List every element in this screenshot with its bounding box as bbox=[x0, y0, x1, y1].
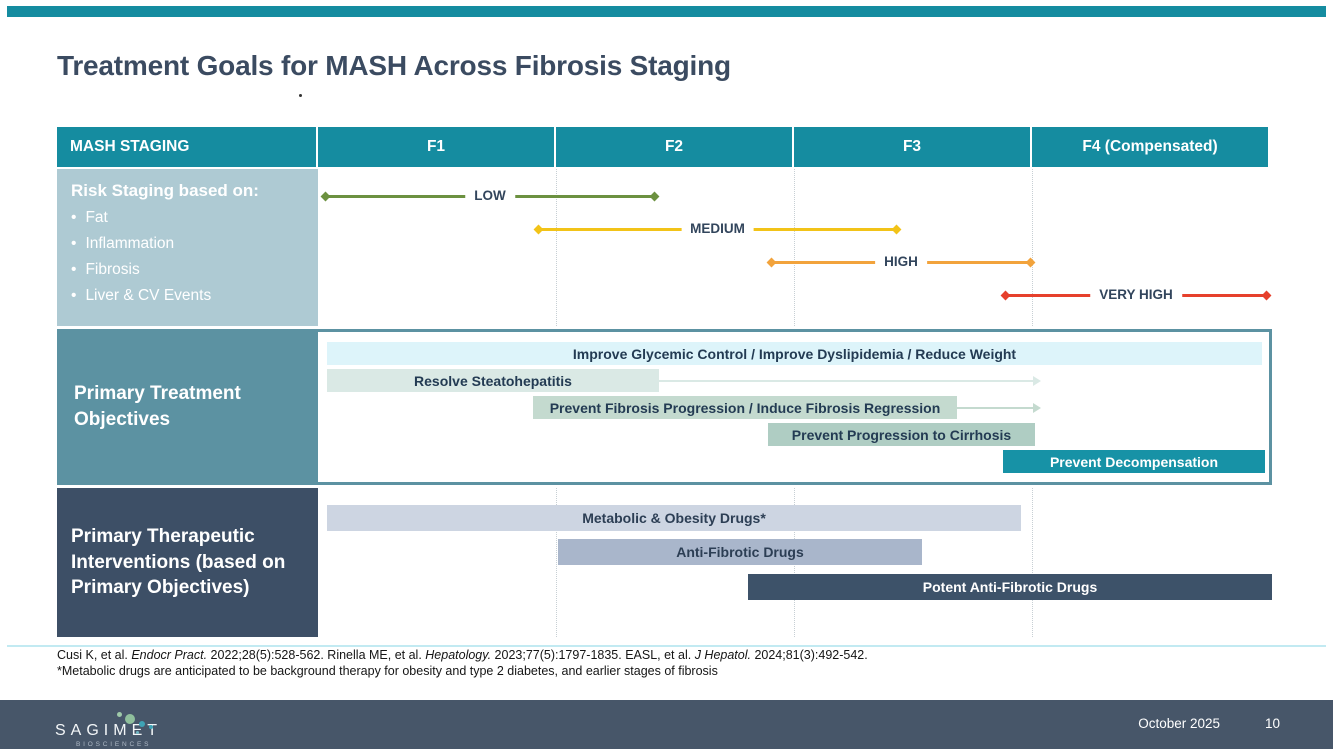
citation-segment: 2022;28(5):528-562. Rinella ME, et al. bbox=[207, 648, 426, 662]
footnote-line: *Metabolic drugs are anticipated to be b… bbox=[57, 664, 718, 678]
objective-bar: Prevent Decompensation bbox=[1003, 450, 1265, 473]
logo-wordmark: SAGIMET bbox=[55, 722, 163, 739]
interventions-heading: Primary Therapeutic Interventions (based… bbox=[71, 526, 286, 599]
risk-bullet-label: Liver & CV Events bbox=[85, 287, 212, 304]
intervention-bar: Metabolic & Obesity Drugs* bbox=[327, 505, 1021, 531]
logo-dot-icon bbox=[149, 725, 153, 729]
diamond-endpoint-icon bbox=[649, 191, 660, 201]
risk-bullet-list: • Fat • Inflammation • Fibrosis • Liver & CV Ev… bbox=[71, 205, 304, 309]
risk-arrow-label: LOW bbox=[465, 185, 515, 207]
logo-dot-icon bbox=[117, 712, 122, 717]
page-title: Treatment Goals for MASH Across Fibrosis… bbox=[57, 50, 731, 81]
footer-bar: SAGIMET BIOSCIENCES October 2025 10 bbox=[0, 700, 1333, 749]
risk-bullet-label: Fibrosis bbox=[85, 261, 140, 278]
risk-arrow-high: HIGH bbox=[766, 251, 1036, 273]
logo-dot-icon bbox=[136, 731, 139, 734]
citation-segment: Endocr Pract. bbox=[131, 648, 208, 662]
bullet-icon: • bbox=[71, 235, 77, 252]
objective-bar: Resolve Steatohepatitis bbox=[327, 369, 659, 392]
risk-arrow-label: HIGH bbox=[875, 251, 927, 273]
page-number: 10 bbox=[1264, 716, 1280, 731]
risk-arrow-low: LOW bbox=[320, 185, 660, 207]
citation-segment: 2023;77(5):1797-1835. EASL, et al. bbox=[491, 648, 695, 662]
objective-bar: Prevent Progression to Cirrhosis bbox=[768, 423, 1035, 446]
citation-segment: 2024;81(3):492-542. bbox=[750, 648, 868, 662]
grid-line bbox=[794, 169, 795, 326]
risk-bullet-item: • Liver & CV Events bbox=[71, 283, 304, 309]
citation-segment: Hepatology. bbox=[425, 648, 492, 662]
top-accent-bar bbox=[7, 6, 1326, 17]
risk-arrow-label: VERY HIGH bbox=[1090, 284, 1182, 306]
objectives-heading: Primary Treatment Objectives bbox=[74, 383, 241, 430]
risk-arrow-very-high: VERY HIGH bbox=[1000, 284, 1272, 306]
objective-trail-arrowhead-icon bbox=[1033, 402, 1041, 413]
risk-bullet-item: • Inflammation bbox=[71, 231, 304, 257]
diamond-endpoint-icon bbox=[320, 191, 331, 201]
citation-line: Cusi K, et al. Endocr Pract. 2022;28(5):… bbox=[57, 648, 868, 662]
header-cell-f1: F1 bbox=[318, 127, 554, 167]
objective-trail-line bbox=[659, 379, 1033, 382]
intervention-bar: Anti-Fibrotic Drugs bbox=[558, 539, 922, 565]
objectives-cell: Primary Treatment Objectives bbox=[60, 332, 318, 482]
logo-dot-icon bbox=[125, 714, 135, 724]
staging-table-header: MASH STAGING F1 F2 F3 F4 (Compensated) bbox=[57, 127, 1268, 167]
diamond-endpoint-icon bbox=[766, 257, 777, 267]
objective-trail-arrowhead-icon bbox=[1033, 375, 1041, 386]
risk-arrow-label: MEDIUM bbox=[681, 218, 754, 240]
header-cell-mash-staging: MASH STAGING bbox=[57, 127, 316, 167]
grid-line bbox=[1032, 169, 1033, 326]
diamond-endpoint-icon bbox=[1000, 290, 1011, 300]
bullet-icon: • bbox=[71, 261, 77, 278]
risk-bullet-item: • Fat bbox=[71, 205, 304, 231]
header-cell-f2: F2 bbox=[556, 127, 792, 167]
bullet-icon: • bbox=[71, 287, 77, 304]
logo-dot-icon bbox=[139, 721, 145, 727]
sagimet-logo: SAGIMET BIOSCIENCES bbox=[55, 712, 175, 748]
diamond-endpoint-icon bbox=[1025, 257, 1036, 267]
bullet-icon: • bbox=[71, 209, 77, 226]
bottom-divider-rule bbox=[7, 645, 1326, 647]
grid-line bbox=[556, 488, 557, 637]
intervention-bar: Potent Anti-Fibrotic Drugs bbox=[748, 574, 1272, 600]
interventions-cell: Primary Therapeutic Interventions (based… bbox=[57, 488, 318, 637]
citation-segment: J Hepatol. bbox=[694, 648, 751, 662]
diamond-endpoint-icon bbox=[1261, 290, 1272, 300]
objective-bar: Prevent Fibrosis Progression / Induce Fi… bbox=[533, 396, 957, 419]
grid-line bbox=[556, 169, 557, 326]
risk-staging-cell: Risk Staging based on: • Fat • Inflammation… bbox=[57, 169, 318, 326]
logo-subtext: BIOSCIENCES bbox=[76, 741, 152, 748]
risk-staging-heading: Risk Staging based on: bbox=[71, 181, 259, 200]
grid-line bbox=[1032, 488, 1033, 637]
header-cell-f4: F4 (Compensated) bbox=[1032, 127, 1268, 167]
header-cell-f3: F3 bbox=[794, 127, 1030, 167]
risk-bullet-label: Inflammation bbox=[85, 235, 175, 252]
risk-bullet-label: Fat bbox=[85, 209, 108, 226]
risk-bullet-item: • Fibrosis bbox=[71, 257, 304, 283]
diamond-endpoint-icon bbox=[533, 224, 544, 234]
stray-period-mark bbox=[299, 94, 302, 97]
objective-trail-line bbox=[957, 406, 1033, 409]
citation-segment: Cusi K, et al. bbox=[57, 648, 132, 662]
risk-arrow-medium: MEDIUM bbox=[533, 218, 902, 240]
footer-date: October 2025 bbox=[1138, 716, 1220, 731]
objective-bar: Improve Glycemic Control / Improve Dysli… bbox=[327, 342, 1262, 365]
diamond-endpoint-icon bbox=[891, 224, 902, 234]
